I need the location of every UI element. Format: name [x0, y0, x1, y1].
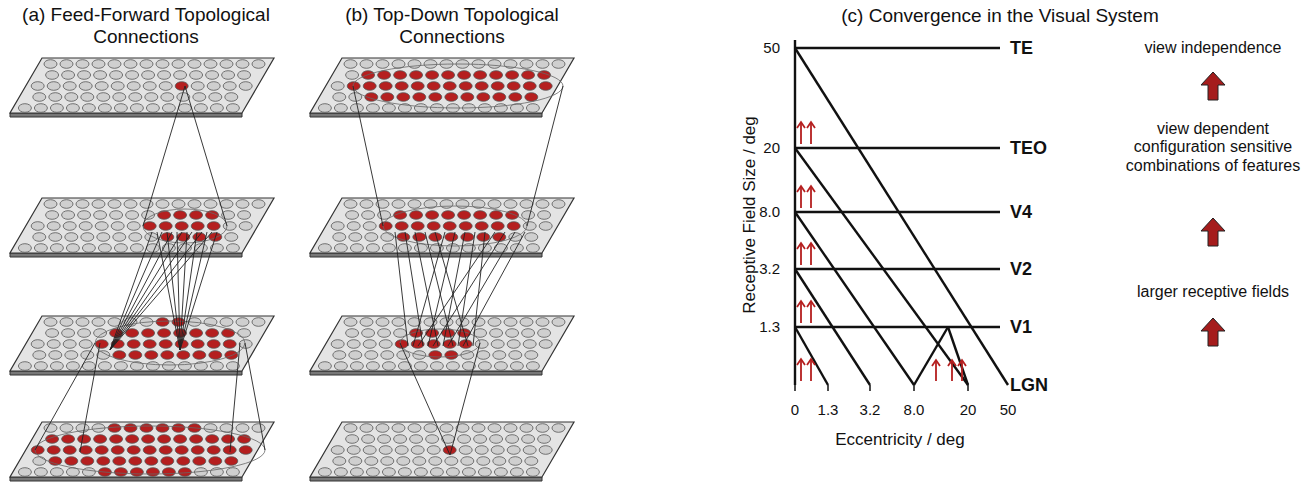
panel-title: (c) Convergence in the Visual System [841, 5, 1159, 27]
tick-label: 50 [1000, 401, 1017, 418]
tick-label: 3.2 [759, 260, 780, 277]
note: view independence [1145, 39, 1282, 57]
tick-label: 3.2 [860, 401, 881, 418]
note: view dependent configuration sensitive c… [1110, 120, 1307, 175]
area-label: LGN [1010, 375, 1048, 396]
area-label: TEO [1010, 138, 1047, 159]
area-label: V2 [1010, 259, 1032, 280]
tick-label: 1.3 [759, 318, 780, 335]
panel-title: (b) Top-Down Topological Connections [318, 4, 586, 48]
area-label: TE [1010, 38, 1033, 59]
tick-label: 1.3 [818, 401, 839, 418]
area-label: V1 [1010, 317, 1032, 338]
axis-title: Eccentricity / deg [835, 430, 964, 450]
area-label: V4 [1010, 202, 1032, 223]
tick-label: 0 [791, 401, 799, 418]
panel-title: (a) Feed-Forward Topological Connections [5, 4, 287, 48]
tick-label: 20 [763, 139, 780, 156]
tick-label: 20 [960, 401, 977, 418]
axis-title: Receptive Field Size / deg [740, 116, 760, 314]
tick-label: 50 [763, 39, 780, 56]
tick-label: 8.0 [904, 401, 925, 418]
tick-label: 8.0 [759, 203, 780, 220]
note: larger receptive fields [1137, 283, 1289, 301]
